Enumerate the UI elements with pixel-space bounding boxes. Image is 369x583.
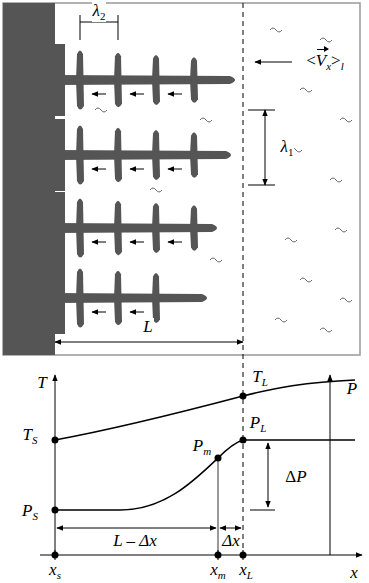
label: xs [48, 561, 62, 581]
frame [3, 3, 360, 355]
label: TS [22, 426, 39, 446]
length-dim [55, 342, 243, 343]
point [240, 437, 247, 444]
label: <Vx>l [305, 52, 345, 72]
point [215, 455, 222, 462]
l-dx-dim [57, 528, 216, 529]
lambda1-tick [248, 110, 275, 111]
point [52, 552, 59, 559]
label: L [142, 318, 153, 335]
dp-tick [250, 510, 275, 511]
dp-dim [268, 443, 269, 507]
x-axis [40, 555, 362, 556]
front-line [243, 3, 244, 555]
label: xm [209, 561, 227, 581]
label: T [36, 374, 47, 391]
p-axis [330, 375, 331, 555]
point [240, 393, 247, 400]
point [52, 437, 59, 444]
label: L – Δx [112, 532, 158, 549]
label: x [349, 564, 359, 581]
label: λ2 [92, 2, 107, 22]
label: xL [238, 561, 254, 581]
label: P [346, 380, 358, 397]
label: Pm [192, 437, 212, 457]
label: PS [21, 502, 39, 522]
lambda2-tick [80, 15, 81, 40]
label: PL [249, 414, 268, 434]
xm-line [218, 458, 219, 555]
pressure-curve [55, 440, 355, 510]
point [240, 552, 247, 559]
label: TL [251, 368, 269, 388]
lambda2-tick [118, 15, 119, 40]
liquid-texture [95, 28, 352, 332]
point [52, 507, 59, 514]
temperature-curve [55, 380, 355, 440]
t-axis [55, 375, 56, 555]
lambda1-tick [248, 185, 275, 186]
dx-dim [220, 528, 241, 529]
label: λ1 [280, 138, 295, 158]
label: ΔP [284, 468, 307, 485]
lambda1-dim [265, 110, 266, 185]
flow-arrow [255, 62, 292, 63]
point [215, 552, 222, 559]
label: Δx [221, 532, 241, 549]
dendrites [3, 3, 235, 355]
